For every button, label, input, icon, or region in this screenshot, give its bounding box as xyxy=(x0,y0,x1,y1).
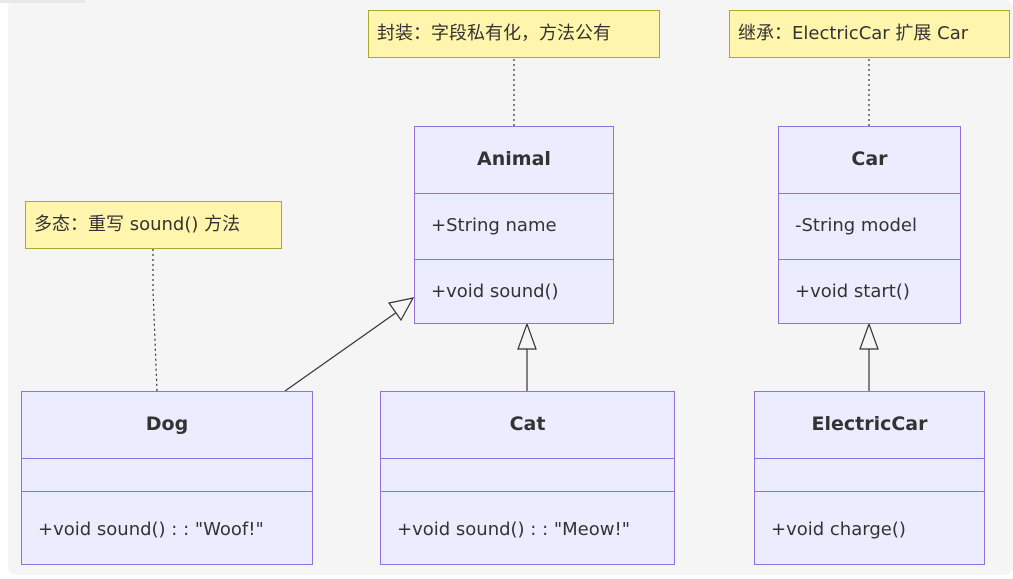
class-animal-name: Animal xyxy=(477,148,551,170)
class-dog-attributes xyxy=(22,458,312,491)
class-dog: Dog +void sound() : : "Woof!" xyxy=(21,391,313,565)
class-animal-attribute: +String name xyxy=(415,193,613,259)
class-dog-name: Dog xyxy=(145,413,189,435)
class-car-name: Car xyxy=(851,148,888,170)
class-cat-name: Cat xyxy=(509,413,546,435)
class-cat-attributes xyxy=(381,458,674,491)
class-car: Car -String model +void start() xyxy=(778,126,961,324)
corner-mark xyxy=(0,0,85,3)
class-cat-method: +void sound() : : "Meow!" xyxy=(381,491,674,566)
class-car-method: +void start() xyxy=(779,259,960,325)
inheritance-arrow-dog-animal xyxy=(387,297,415,322)
inheritance-arrow-cat-animal xyxy=(517,322,537,350)
class-dog-method: +void sound() : : "Woof!" xyxy=(22,491,312,566)
note-link-polymorphism xyxy=(152,249,158,392)
class-animal-method: +void sound() xyxy=(415,259,613,325)
class-animal: Animal +String name +void sound() xyxy=(414,126,614,324)
class-electric-car: ElectricCar +void charge() xyxy=(754,391,985,565)
class-cat: Cat +void sound() : : "Meow!" xyxy=(380,391,675,565)
inheritance-line-dog-animal xyxy=(284,311,398,392)
note-polymorphism: 多态：重写 sound() 方法 xyxy=(25,201,282,249)
inheritance-arrow-electriccar-car xyxy=(859,322,879,350)
class-car-attribute: -String model xyxy=(779,193,960,259)
class-electric-car-method: +void charge() xyxy=(755,491,984,566)
class-electric-car-name: ElectricCar xyxy=(811,413,928,435)
note-encapsulation: 封装：字段私有化，方法公有 xyxy=(368,10,660,58)
class-electric-car-attributes xyxy=(755,458,984,491)
note-inheritance: 继承：ElectricCar 扩展 Car xyxy=(729,10,1010,58)
